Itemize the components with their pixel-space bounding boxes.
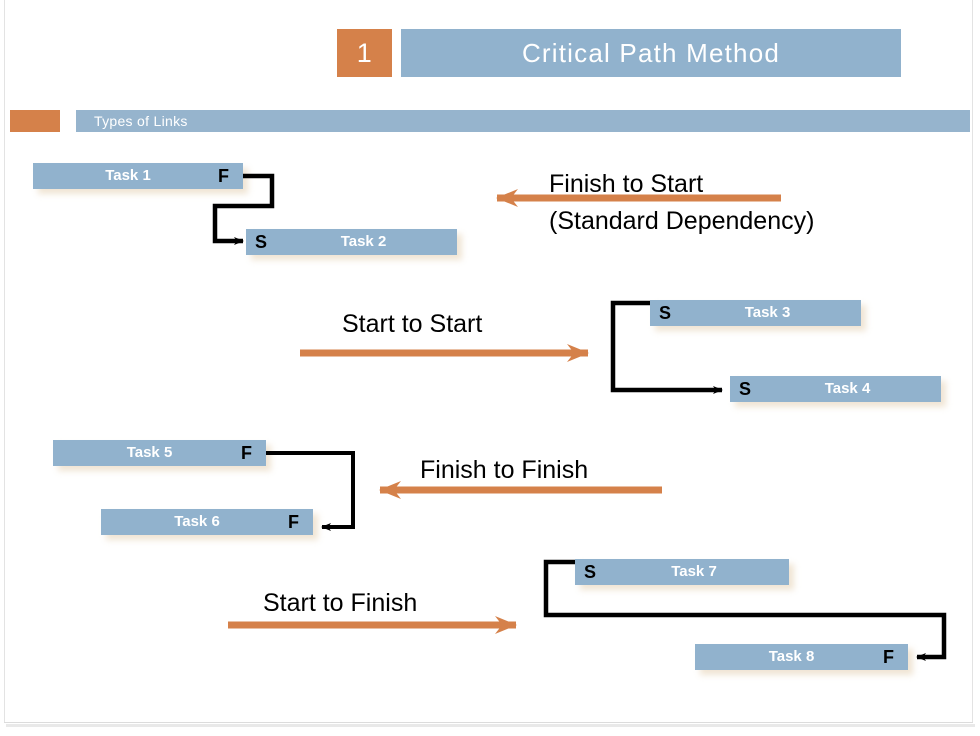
slide-border-left — [4, 0, 5, 722]
task-bar-code-finish: F — [241, 443, 252, 463]
task-bar-label: Task 1 — [105, 167, 151, 184]
task-bar-label: Task 7 — [671, 563, 717, 580]
slide-number-badge: 1 — [337, 29, 392, 77]
task-bar-task-4[interactable]: Task 4 S — [730, 376, 941, 402]
section-accent-block — [10, 110, 60, 132]
task-bar-task-5[interactable]: Task 5 F — [53, 440, 266, 466]
task-bar-code-start: S — [255, 232, 268, 252]
task-bar-code-start: S — [739, 379, 752, 399]
task-bar-code-finish: F — [288, 512, 299, 532]
connector-finish-to-finish — [266, 451, 355, 531]
connector-start-to-finish — [543, 559, 947, 661]
task-bar-task-8[interactable]: Task 8 F — [695, 644, 908, 670]
relationship-caption-start-to-start: Start to Start — [342, 310, 483, 338]
relationship-caption-finish-to-start-line1: Finish to Start — [549, 170, 704, 198]
task-bar-label: Task 3 — [744, 304, 791, 321]
task-bar-code-finish: F — [218, 166, 229, 186]
task-bar-label: Task 4 — [824, 380, 871, 397]
task-bar-label: Task 6 — [174, 513, 220, 530]
connector-start-to-start — [610, 300, 723, 394]
task-bar-task-6[interactable]: Task 6 F — [101, 509, 313, 535]
task-bar-code-start: S — [584, 562, 597, 582]
task-bar-label: Task 5 — [126, 444, 173, 461]
relationship-caption-start-to-finish: Start to Finish — [263, 589, 418, 617]
task-bar-label: Task 8 — [768, 648, 815, 665]
page-title: Critical Path Method — [521, 38, 781, 68]
task-bar-code-start: S — [659, 303, 672, 323]
relationship-caption-finish-to-start-line2: (Standard Dependency) — [549, 207, 815, 235]
section-title: Types of Links — [94, 113, 188, 129]
task-bar-label: Task 2 — [340, 233, 387, 250]
task-bar-code-finish: F — [883, 647, 894, 667]
slide-border-bottom-shadow — [6, 724, 975, 727]
title-bar-background — [401, 29, 901, 77]
task-bar-task-7[interactable]: Task 7 S — [575, 559, 789, 585]
connector-finish-to-start — [212, 173, 275, 245]
slide-border-right — [972, 0, 973, 722]
relationship-caption-finish-to-finish: Finish to Finish — [420, 456, 589, 484]
slide-border-bottom — [4, 722, 973, 723]
task-bar-task-3[interactable]: Task 3 S — [650, 300, 861, 326]
task-bar-task-2[interactable]: Task 2 S — [246, 229, 457, 255]
task-bar-task-1[interactable]: Task 1 F — [33, 163, 243, 189]
section-bar-background — [76, 110, 970, 132]
